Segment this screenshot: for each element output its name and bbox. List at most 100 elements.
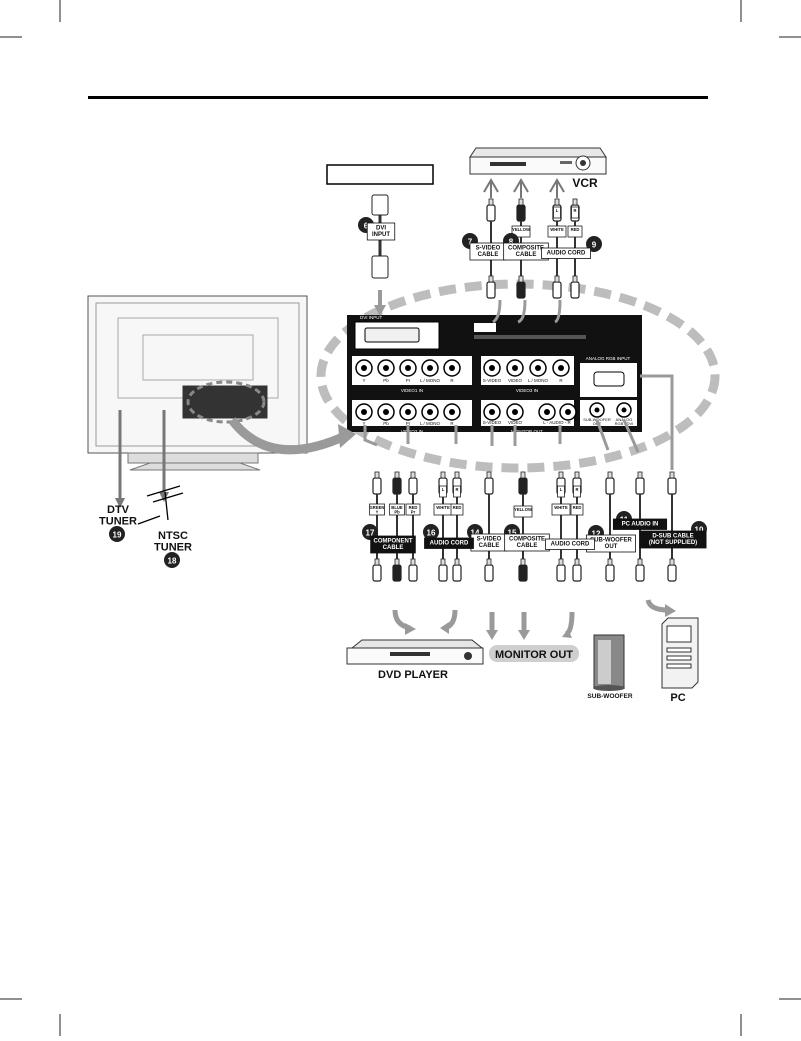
tag-red-vcr-box <box>567 225 583 238</box>
jack-label: Pr <box>406 421 411 426</box>
cable-plug-tip <box>607 471 613 479</box>
audio-jack-center <box>621 407 627 413</box>
tag-red-vcr: RED <box>571 227 580 232</box>
tag-red-mon: RED <box>573 505 582 510</box>
tag-r-mon-box <box>573 485 581 498</box>
cable-plug <box>452 564 462 582</box>
callout-label-box <box>424 537 474 549</box>
tag-white-mon: WHITE <box>554 505 568 510</box>
tv-rear <box>87 295 308 471</box>
callout-badge-16 <box>423 524 439 540</box>
jack-label: VIDEO <box>508 420 523 425</box>
cable-plug <box>556 564 566 582</box>
cable-plug <box>484 477 494 495</box>
cable-plug-tip <box>554 198 560 206</box>
cable-plug-tip <box>454 558 460 566</box>
cable-plug-tip <box>486 558 492 566</box>
jack-label: S-VIDEO <box>483 378 502 383</box>
callout-label-box <box>366 222 396 241</box>
connector-panel: DVI INPUT VIDEO1 IN VIDEO3 IN ANALOG RGB… <box>347 315 642 434</box>
cable-plug-tip <box>637 471 643 479</box>
tag-l-mon: L <box>560 487 563 492</box>
cable-plug <box>570 281 580 299</box>
cable-plug-tip <box>518 198 524 206</box>
header-rule <box>88 96 708 99</box>
rca-jack-center <box>535 365 541 371</box>
cable-plug-tip <box>488 275 494 283</box>
tag-white-vcr: WHITE <box>550 227 564 232</box>
cable-plug-tip <box>374 558 380 566</box>
cable-plug <box>516 204 526 222</box>
cable-plug-tip <box>669 471 675 479</box>
callout-number-17: 17 <box>366 529 375 538</box>
callout-number-9: 9 <box>592 241 597 250</box>
cable-plug-tip <box>410 558 416 566</box>
cable-plug-tip <box>440 558 446 566</box>
cable-plug <box>635 564 645 582</box>
cable-plug-tip <box>394 558 400 566</box>
zoom-arrow-head <box>338 424 356 448</box>
cable-plug-tip <box>572 198 578 206</box>
tag-l-mon-box <box>557 485 565 498</box>
jack-label: Pr <box>406 378 411 383</box>
callout-badge-19 <box>109 526 125 542</box>
cable-plug-tip <box>454 471 460 479</box>
rca-jack-center <box>512 409 518 415</box>
cable-plug-tip <box>518 275 524 283</box>
dvi-arrow-head <box>374 305 386 316</box>
jack-label: L / MONO <box>528 378 549 383</box>
dvd-player-label: DVD PLAYER <box>378 669 448 681</box>
jack-label: Y <box>362 378 365 383</box>
callout-label: AUDIO CORD <box>430 541 469 547</box>
rca-jack-center <box>405 365 411 371</box>
jack-label: Y <box>362 421 365 426</box>
rca-jack-center <box>449 365 455 371</box>
cable-plug-tip <box>488 198 494 206</box>
cable-plug <box>486 204 496 222</box>
tag-l-vcr-box <box>553 206 561 219</box>
dvi-plug-top <box>371 194 389 216</box>
video1-label: VIDEO1 IN <box>401 388 423 393</box>
callout-number-10: 10 <box>695 526 704 535</box>
cable-plug-tip <box>520 558 526 566</box>
rca-jack-center <box>489 365 495 371</box>
antenna-icon <box>137 485 184 525</box>
cable-plug <box>438 564 448 582</box>
tag-r-dvd-box <box>453 485 461 498</box>
cable-plug <box>667 477 677 495</box>
vcr-label: VCR <box>572 176 598 190</box>
cable-plug <box>516 281 526 299</box>
jack-label: R <box>450 378 454 383</box>
jack-label: L / MONO <box>420 421 441 426</box>
jack-label: Pb <box>383 421 389 426</box>
cable-plug-tip <box>440 471 446 479</box>
tag-blue-pb-box <box>389 503 405 516</box>
tag-red-dvd-box <box>450 503 464 516</box>
callout-label-box <box>541 247 591 259</box>
jack-label: R <box>559 378 563 383</box>
callout-number-12: 12 <box>592 530 601 539</box>
cable-plug-tip <box>669 558 675 566</box>
tag-r-dvd: R <box>455 487 458 492</box>
callout-label-box <box>370 535 416 554</box>
rca-jack-center <box>544 409 550 415</box>
cable-plug-tip <box>558 558 564 566</box>
video2-label: VIDEO2 IN <box>401 429 423 434</box>
jack-label: VIDEO <box>508 378 523 383</box>
cable-plug <box>605 477 615 495</box>
tag-l-vcr: L <box>556 208 559 213</box>
tag-red-mon-box <box>570 503 584 516</box>
cable-plug-tip <box>374 471 380 479</box>
panel-dvi-label: DVI INPUT <box>360 315 383 320</box>
